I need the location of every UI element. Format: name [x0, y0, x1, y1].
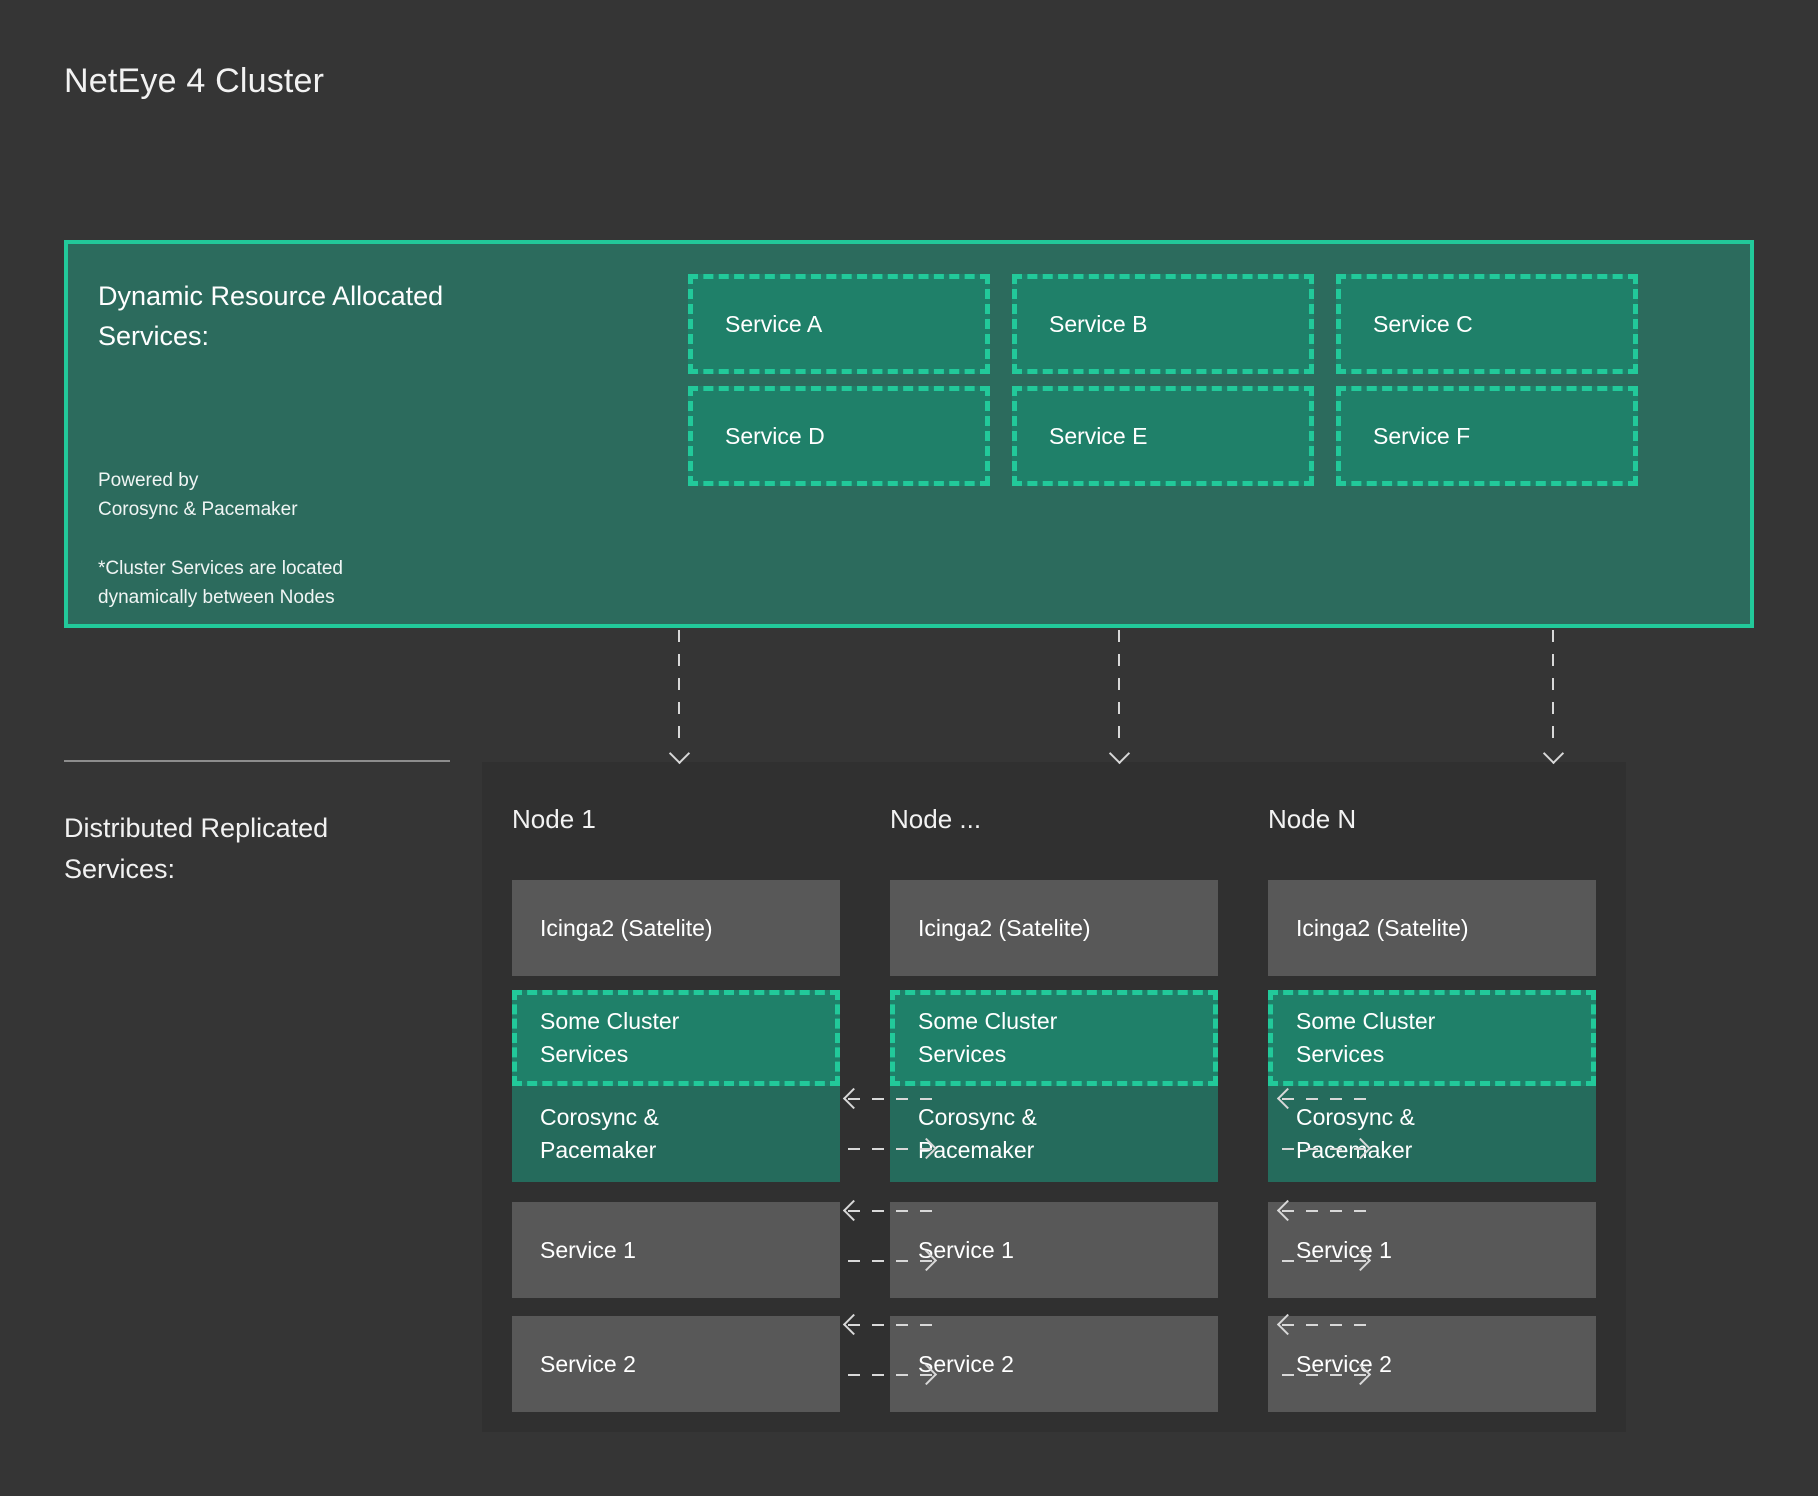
left-arrow-icon — [1282, 1324, 1366, 1326]
dynamic-resource-panel: Dynamic Resource Allocated Services: Pow… — [64, 240, 1754, 628]
node-service-box[interactable]: Icinga2 (Satelite) — [890, 880, 1218, 976]
page-title: NetEye 4 Cluster — [64, 62, 325, 100]
node-service-box[interactable]: Corosync & Pacemaker — [512, 1086, 840, 1182]
left-arrow-icon — [1282, 1210, 1366, 1212]
node-title: Node 1 — [512, 804, 596, 834]
right-arrow-icon — [1282, 1374, 1366, 1376]
node-column: Node 1 Icinga2 (Satelite) Some Cluster Ser… — [482, 762, 870, 1432]
node-title: Node N — [1268, 804, 1357, 834]
right-arrow-icon — [848, 1374, 932, 1376]
dynamic-service-chip[interactable]: Service B — [1012, 274, 1314, 374]
down-arrow-icon — [1118, 630, 1120, 750]
left-arrow-icon — [848, 1210, 932, 1212]
dynamic-service-chip[interactable]: Service C — [1336, 274, 1638, 374]
right-arrow-icon — [1282, 1260, 1366, 1262]
dynamic-service-chip[interactable]: Service D — [688, 386, 990, 486]
dynamic-panel-text-column: Dynamic Resource Allocated Services: Pow… — [98, 244, 568, 624]
left-arrow-icon — [1282, 1098, 1366, 1100]
dynamic-panel-footnote: *Cluster Services are located dynamicall… — [98, 558, 343, 608]
node-title: Node ... — [890, 804, 982, 834]
down-arrow-icon — [678, 630, 680, 750]
down-arrow-icon — [1552, 630, 1554, 750]
left-arrow-icon — [848, 1098, 932, 1100]
node-service-box[interactable]: Service 1 — [890, 1202, 1218, 1298]
node-service-box[interactable]: Service 1 — [512, 1202, 840, 1298]
right-arrow-icon — [848, 1148, 932, 1150]
dynamic-panel-heading: Dynamic Resource Allocated Services: — [98, 281, 444, 351]
right-arrow-icon — [848, 1260, 932, 1262]
node-service-box[interactable]: Some Cluster Services — [1268, 990, 1596, 1086]
node-service-box[interactable]: Service 2 — [890, 1316, 1218, 1412]
node-service-box[interactable]: Corosync & Pacemaker — [890, 1086, 1218, 1182]
node-service-box[interactable]: Service 1 — [1268, 1202, 1596, 1298]
node-column: Node N Icinga2 (Satelite) Some Cluster Ser… — [1238, 762, 1626, 1432]
node-service-box[interactable]: Corosync & Pacemaker — [1268, 1086, 1596, 1182]
section-divider — [64, 760, 450, 762]
dynamic-service-chip[interactable]: Service E — [1012, 386, 1314, 486]
node-service-box[interactable]: Service 2 — [1268, 1316, 1596, 1412]
dynamic-service-chip[interactable]: Service A — [688, 274, 990, 374]
node-service-box[interactable]: Some Cluster Services — [512, 990, 840, 1086]
dynamic-panel-powered-by: Powered by Corosync & Pacemaker — [98, 470, 298, 520]
dynamic-service-chip[interactable]: Service F — [1336, 386, 1638, 486]
node-service-box[interactable]: Icinga2 (Satelite) — [512, 880, 840, 976]
right-arrow-icon — [1282, 1148, 1366, 1150]
node-service-box[interactable]: Icinga2 (Satelite) — [1268, 880, 1596, 976]
node-column: Node ... Icinga2 (Satelite) Some Cluster S… — [860, 762, 1248, 1432]
node-service-box[interactable]: Some Cluster Services — [890, 990, 1218, 1086]
distributed-services-label: Distributed Replicated Services: — [64, 813, 329, 884]
node-service-box[interactable]: Service 2 — [512, 1316, 840, 1412]
left-arrow-icon — [848, 1324, 932, 1326]
